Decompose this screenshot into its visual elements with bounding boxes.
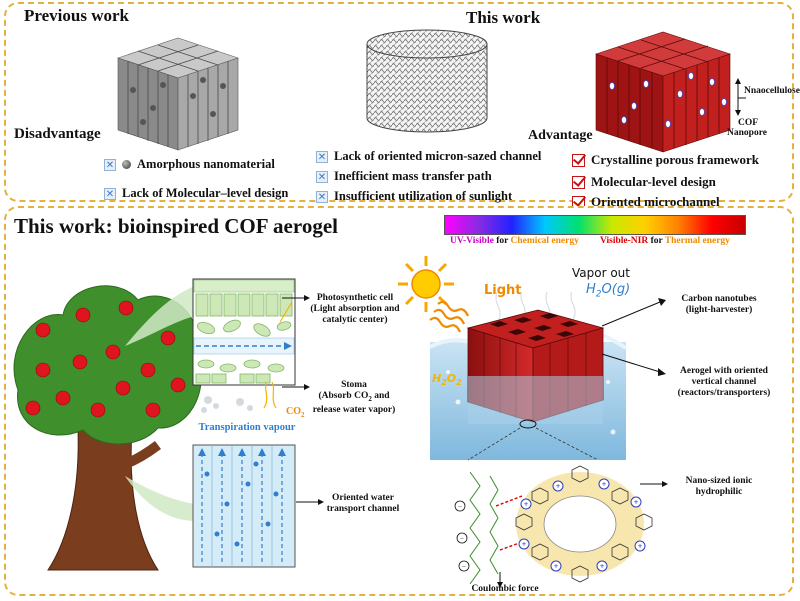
- disadvantage-item-sunlight: ✕ Insufficient utilization of sunlight: [316, 189, 513, 203]
- co2-label: CO2: [286, 406, 305, 419]
- svg-text:+: +: [638, 542, 643, 551]
- h2o2-formula: H2O2: [432, 372, 462, 388]
- svg-text:+: +: [602, 480, 607, 489]
- x-mark-icon: ✕: [104, 187, 116, 200]
- svg-text:−: −: [458, 503, 462, 511]
- disadvantage-label: Disadvantage: [14, 126, 101, 142]
- porous-cylinder-illustration: [366, 29, 488, 133]
- nanocellulose-label: Nnaocellulose: [744, 86, 800, 96]
- carbon-nanotubes-label: Carbon nanotubes (light-harvester): [681, 294, 757, 315]
- advantage-item-molecular: Molecular-level design: [572, 174, 716, 190]
- vapor-out-label: Vapor out: [572, 266, 630, 280]
- checkmark-icon: [572, 153, 585, 167]
- x-mark-icon: ✕: [104, 158, 116, 171]
- nanopore-label: Nanopore: [727, 128, 767, 138]
- aerogel-in-water-illustration: [429, 292, 628, 461]
- oriented-water-channel-label: Oriented water transport channel: [326, 493, 400, 514]
- leaf-cross-section-illustration: [192, 278, 296, 413]
- svg-text:+: +: [554, 562, 559, 571]
- water-channel-callout-line: [296, 499, 324, 505]
- photosynthetic-cell-label: Photosynthetic cell (Light absorption an…: [310, 293, 400, 325]
- transpiration-vapour-label: Transpiration vapour: [198, 422, 296, 433]
- nanocellulose-arrows: [735, 78, 746, 116]
- advantage-label: Advantage: [528, 128, 593, 143]
- svg-text:+: +: [522, 540, 527, 549]
- sun-icon: [398, 256, 470, 333]
- nanopore-callout-line: [640, 481, 668, 487]
- svg-text:+: +: [600, 562, 605, 571]
- svg-text:+: +: [634, 498, 639, 507]
- svg-text:−: −: [462, 563, 466, 571]
- svg-text:+: +: [524, 500, 529, 509]
- x-mark-icon: ✕: [316, 170, 328, 183]
- svg-text:+: +: [556, 482, 561, 491]
- this-work-heading: This work: [466, 8, 541, 27]
- svg-text:−: −: [460, 535, 464, 543]
- aerogel-callout-lines: [601, 298, 666, 376]
- water-vapor-formula: H2O(g): [586, 282, 631, 300]
- red-cof-aerogel-block-illustration: [595, 31, 731, 153]
- disadvantage-item-channel: ✕ Lack of oriented micron-sazed channel: [316, 149, 542, 163]
- cof-label: COF: [737, 118, 759, 128]
- disadvantage-item-molecular: ✕ Lack of Molecular–level design: [104, 186, 289, 200]
- checkmark-icon: [572, 175, 585, 189]
- nanoparticle-dot-icon: [122, 160, 131, 169]
- nano-ionic-label: Nano-sized ionic hydrophilic: [685, 476, 753, 497]
- amorphous-fin-block-illustration: [117, 37, 239, 151]
- water-transport-channel-illustration: [192, 444, 296, 568]
- advantage-item-crystalline: Crystalline porous framework: [572, 152, 759, 168]
- disadvantage-item-amorphous: ✕ Amorphous nanomaterial: [104, 157, 275, 171]
- bioinspired-title: This work: bioinspired COF aerogel: [14, 214, 338, 238]
- disadvantage-item-mass-transfer: ✕ Inefficient mass transfer path: [316, 169, 492, 183]
- spectrum-left-caption: UV-Visible for Chemical energy: [450, 236, 579, 246]
- light-spectrum-bar: [444, 215, 746, 235]
- tree-zoom-pointers: [125, 286, 195, 521]
- stoma-label: Stoma (Absorb CO2 and release water vapo…: [312, 380, 396, 415]
- light-label: Light: [484, 283, 522, 298]
- x-mark-icon: ✕: [316, 190, 328, 203]
- x-mark-icon: ✕: [316, 150, 328, 163]
- previous-work-heading: Previous work: [24, 6, 129, 25]
- spectrum-right-caption: Visible-NIR for Thermal energy: [600, 236, 730, 246]
- leaf-callout-lines: [282, 295, 310, 390]
- cof-nanopore-molecular-illustration: − − − + + + + + + + +: [454, 465, 653, 588]
- aerogel-channel-label: Aerogel with oriented vertical channel (…: [677, 366, 771, 398]
- coulombic-force-label: Coulombic force: [471, 584, 539, 594]
